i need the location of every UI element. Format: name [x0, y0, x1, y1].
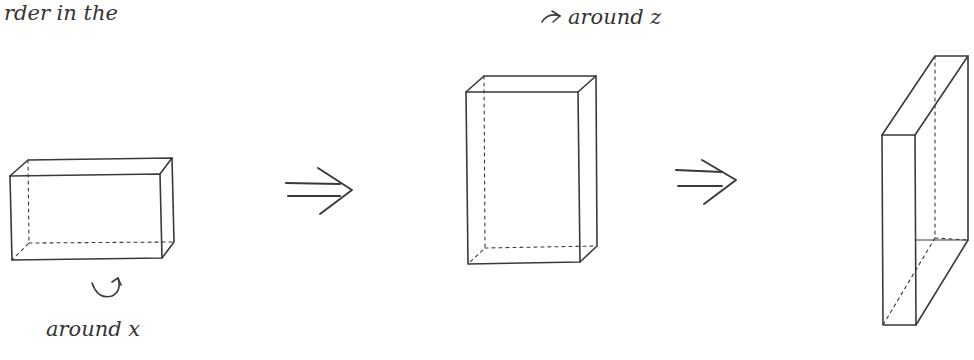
rotation-arrow: [542, 11, 560, 22]
rotation-arrow: [92, 278, 121, 297]
slab-box: [882, 56, 968, 325]
upright-box: [466, 76, 597, 264]
double-arrow: [286, 168, 352, 214]
double-arrow: [676, 160, 736, 204]
flat-box: [10, 158, 174, 260]
rotation-label: around z: [568, 6, 661, 29]
note-text: rder in the: [4, 2, 118, 25]
rotation-label: around x: [46, 318, 140, 341]
